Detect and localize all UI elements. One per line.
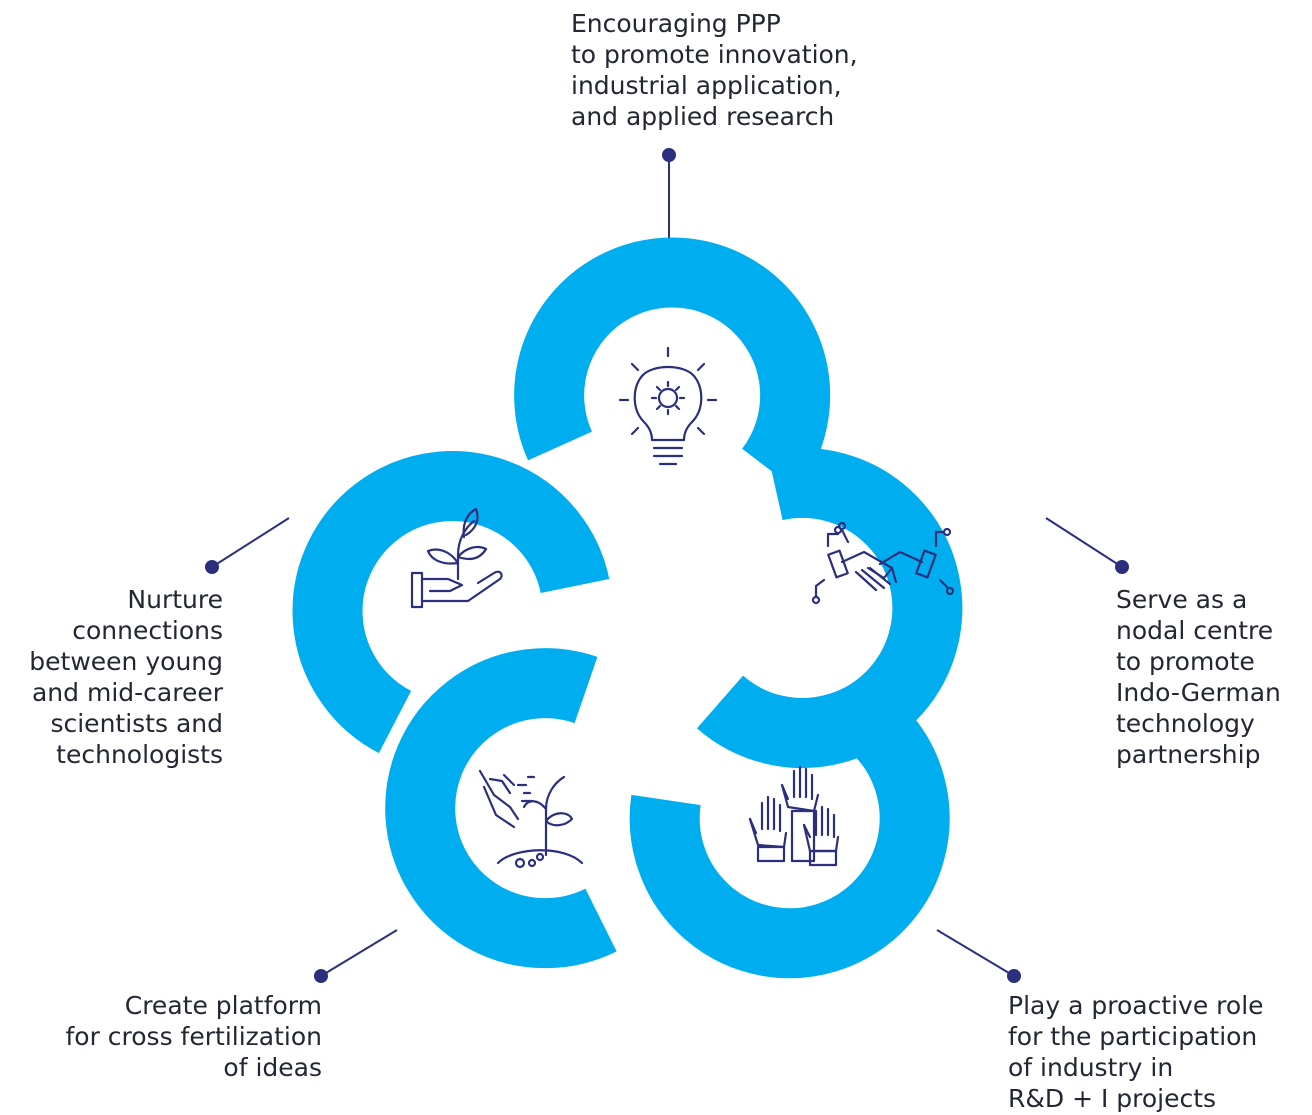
connector-bottom-right [936,929,1021,983]
label-line: Create platform [124,991,322,1020]
label-line: Play a proactive role [1008,991,1264,1020]
label-line: R&D + I projects [1008,1084,1217,1113]
label-line: connections [72,616,223,645]
icons [410,346,955,869]
label-line: for the participation [1008,1022,1258,1051]
connector-bottom-left [314,929,398,983]
ring-left [292,451,610,754]
label-line: between young [29,647,223,676]
hand-holding-plant-icon [410,507,503,609]
label-line: industrial application, [571,71,842,100]
label-line: for cross fertilization [65,1022,322,1051]
raised-hands-icon [748,765,840,867]
hand-sowing-seeds-icon [478,769,584,869]
ring-bottom-left [385,648,617,969]
label-line: scientists and [50,709,223,738]
connector-right [1045,517,1129,574]
lightbulb-gear-icon [618,346,718,466]
ring-top [514,237,831,492]
label-line: technologists [56,740,223,769]
rings [292,237,963,979]
label-line: partnership [1116,740,1261,769]
connector-left [205,517,290,574]
ring-bottom-right [629,710,950,979]
connector-top [662,148,676,245]
digital-handshake-icon [811,521,955,605]
label-line: of industry in [1008,1053,1174,1082]
label-line: technology [1116,709,1255,738]
label-line: of ideas [223,1053,322,1082]
label-line: Serve as a [1116,585,1248,614]
label-line: to promote innovation, [571,40,858,69]
ring-right [696,447,963,768]
connectors [205,148,1129,983]
label-line: nodal centre [1116,616,1274,645]
label-line: Nurture [127,585,223,614]
label-line: Encouraging PPP [571,9,781,38]
label-line: to promote [1116,647,1255,676]
label-line: Indo-German [1116,678,1281,707]
label-line: and applied research [571,102,835,131]
label-line: and mid-career [31,678,223,707]
